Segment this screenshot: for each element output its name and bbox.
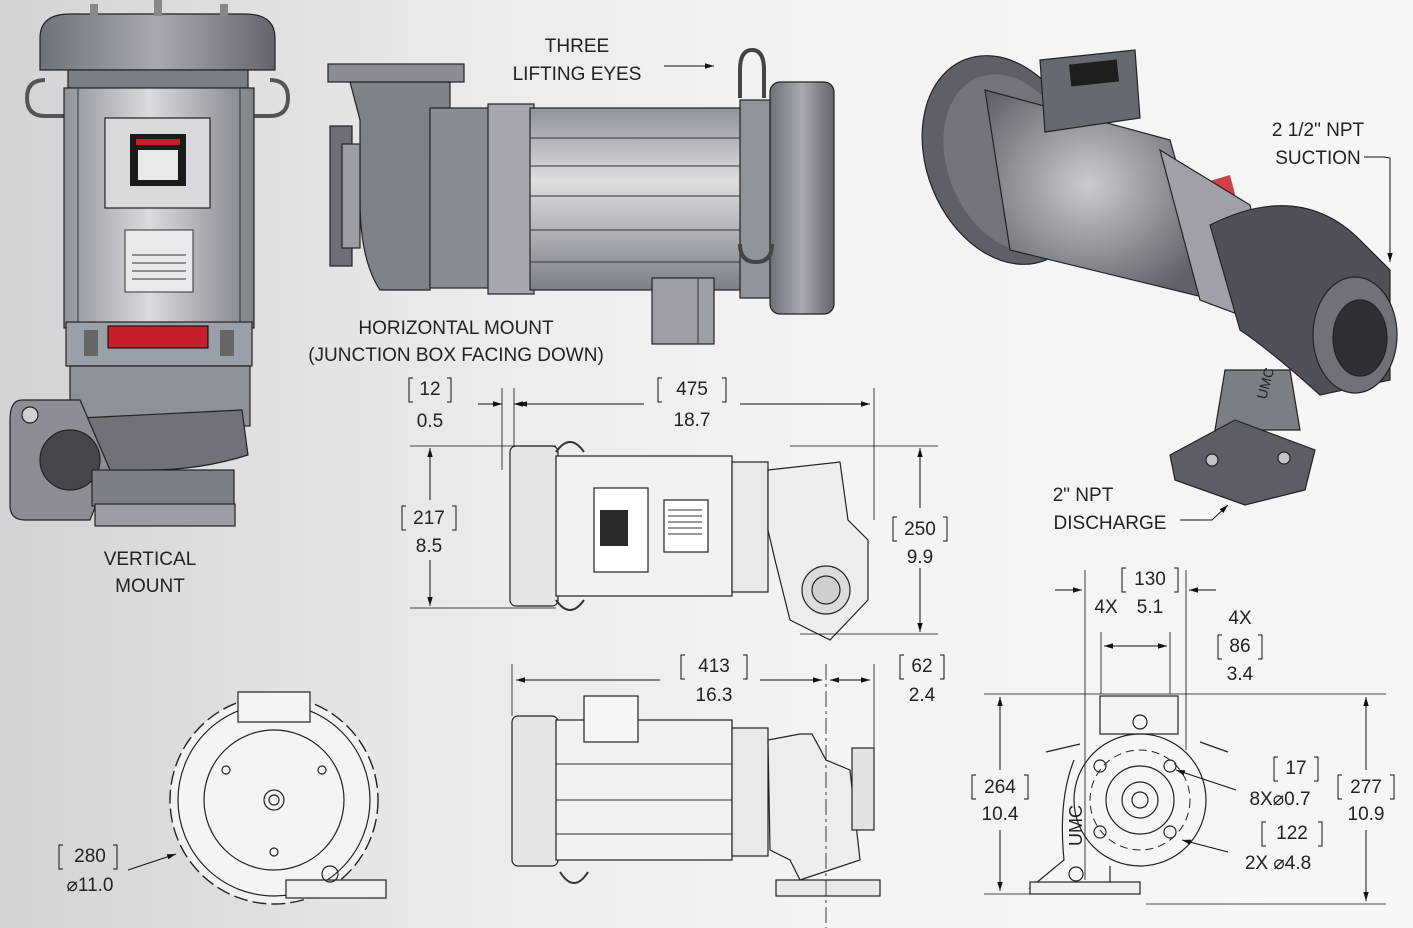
- dim-130: 4X 130 5.1: [1094, 567, 1179, 618]
- dim-250-in: 9.9: [907, 547, 933, 568]
- discharge-label-1: 2" NPT: [1053, 485, 1114, 506]
- dim-86-in: 3.4: [1227, 664, 1254, 685]
- dim-130-mm: 130: [1134, 569, 1166, 590]
- dim-122: 122 2X ⌀4.8: [1245, 821, 1323, 874]
- dim-62-mm: 62: [911, 656, 932, 677]
- top-view: [509, 441, 869, 641]
- dim-130-qty: 4X: [1094, 597, 1118, 618]
- dim-277: 277 10.9: [1337, 774, 1395, 825]
- dim-12: 12 0.5: [408, 377, 452, 432]
- dim-86: 4X 86 3.4: [1217, 608, 1263, 685]
- iso-umc-mark: UMC: [1253, 366, 1277, 401]
- horizontal-mount-view: [327, 47, 835, 345]
- horizontal-mount-label-1: HORIZONTAL MOUNT: [358, 318, 554, 339]
- vertical-mount-view: [9, 0, 291, 527]
- dim-86-mm: 86: [1229, 636, 1250, 657]
- dim-12-in: 0.5: [417, 411, 443, 432]
- suction-label-2: SUCTION: [1275, 148, 1361, 169]
- suction-leader: [1364, 156, 1393, 262]
- horizontal-mount-label-2: (JUNCTION BOX FACING DOWN): [308, 345, 604, 366]
- dim-62: 62 2.4: [899, 654, 945, 706]
- dim-277-mm: 277: [1350, 777, 1382, 798]
- vertical-mount-label-2: MOUNT: [115, 576, 185, 597]
- dim-280-mm: 280: [74, 846, 106, 867]
- dim-413-mm: 413: [698, 656, 730, 677]
- discharge-label-2: DISCHARGE: [1054, 513, 1167, 534]
- dim-264-mm: 264: [984, 777, 1016, 798]
- lifting-eyes-label-1: THREE: [545, 36, 609, 57]
- dim-280-in: ⌀11.0: [66, 875, 113, 896]
- front-umc-mark: UMC: [1066, 805, 1086, 846]
- dim-277-in: 10.9: [1348, 804, 1385, 825]
- end-view: [169, 691, 387, 905]
- dim-17-in: 8X⌀0.7: [1249, 789, 1310, 810]
- dim-217-mm: 217: [413, 508, 445, 529]
- front-view: UMC: [1028, 695, 1229, 895]
- dim-475-in: 18.7: [674, 410, 711, 431]
- dim-17-mm: 17: [1285, 758, 1306, 779]
- dim-217-in: 8.5: [416, 536, 442, 557]
- dim-413-in: 16.3: [696, 685, 733, 706]
- dim-413: 413 16.3: [680, 654, 748, 706]
- dim-62-in: 2.4: [909, 685, 936, 706]
- dim-122-in: 2X ⌀4.8: [1245, 853, 1311, 874]
- dim-280: 280 ⌀11.0: [58, 844, 118, 896]
- dim-264: 264 10.4: [971, 774, 1029, 825]
- suction-label-1: 2 1/2" NPT: [1272, 120, 1365, 141]
- dim-475: 475 18.7: [657, 377, 727, 431]
- dim-17: 17 8X⌀0.7: [1249, 756, 1319, 810]
- isometric-view: UMC: [921, 49, 1398, 506]
- dim-264-in: 10.4: [982, 804, 1019, 825]
- dim-86-qty: 4X: [1228, 608, 1252, 629]
- dim-12-mm: 12: [419, 379, 440, 400]
- discharge-leader: [1180, 504, 1229, 521]
- dim-122-mm: 122: [1276, 823, 1308, 844]
- vertical-mount-label-1: VERTICAL: [104, 549, 197, 570]
- dim-475-mm: 475: [676, 379, 708, 400]
- side-view: [511, 695, 881, 897]
- dim-130-in: 5.1: [1137, 597, 1163, 618]
- dim-250-mm: 250: [904, 519, 936, 540]
- dim-250: 250 9.9: [892, 516, 948, 568]
- lifting-eyes-label-2: LIFTING EYES: [513, 64, 642, 85]
- dim-217: 217 8.5: [401, 505, 457, 557]
